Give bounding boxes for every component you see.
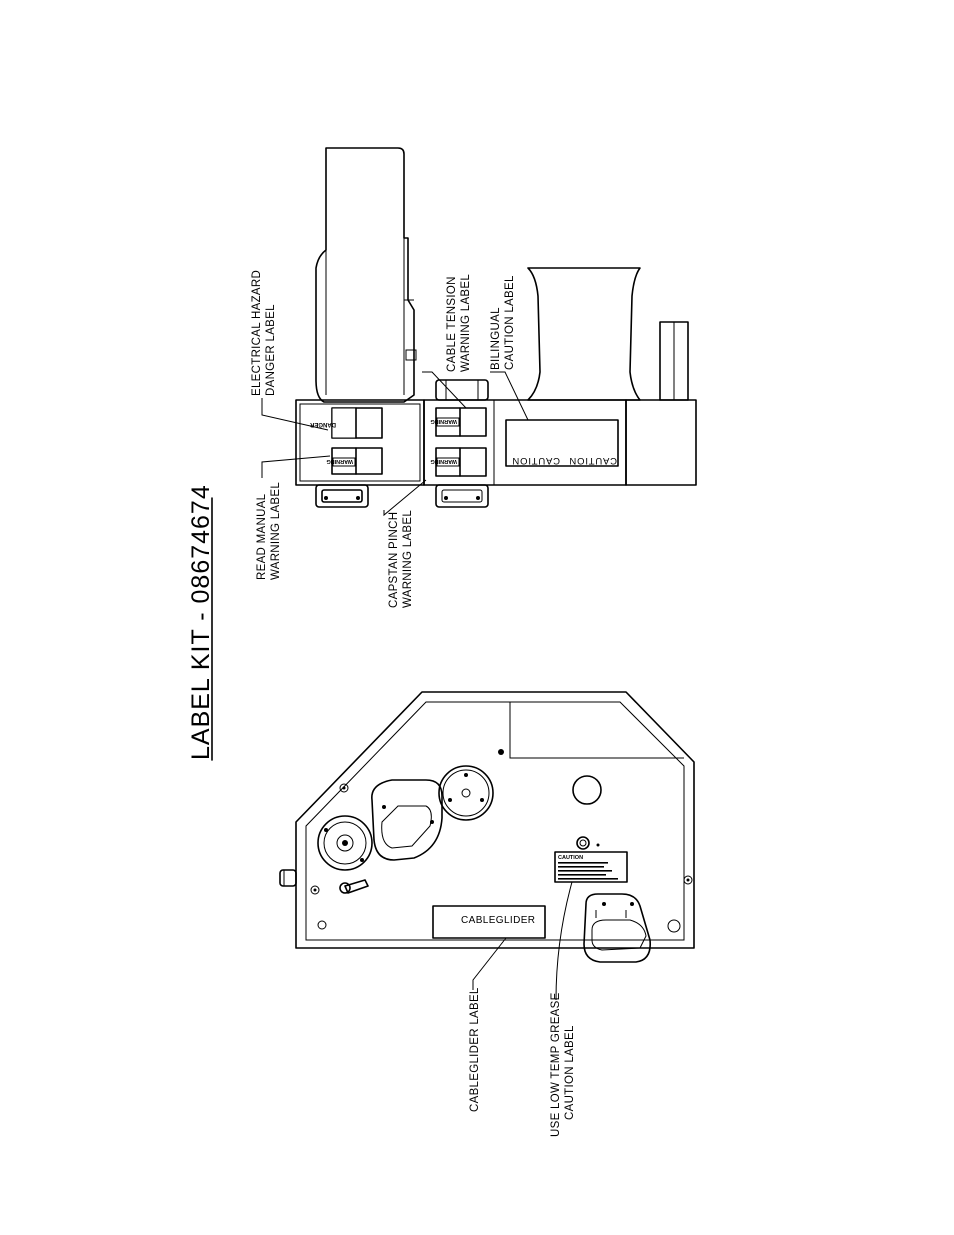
capstan-drum (527, 267, 641, 401)
callout-cable-tension-line1: CABLE TENSION (446, 276, 458, 372)
page-title: LABEL KIT - 08674674 (187, 484, 215, 760)
lower-collar-left (315, 484, 369, 508)
callout-electrical-line2: DANGER LABEL (265, 304, 277, 396)
motor-housing (315, 147, 415, 403)
cableglider-nameplate: CABLEGLIDER (432, 905, 546, 939)
caution-text-1: CAUTION (512, 455, 560, 466)
leader-capstan-pinch (383, 479, 427, 517)
bottom-assembly: CAUTION CABLEGLIDER (279, 691, 695, 963)
top-assembly: DANGER WARNING WARNING WARNING CAUTION C… (295, 147, 697, 508)
upper-handle (371, 779, 443, 861)
top-callouts: ELECTRICAL HAZARD DANGER LABEL READ MANU… (251, 270, 529, 608)
pin (344, 879, 369, 894)
danger-decal-text: DANGER (309, 421, 336, 427)
side-knob (279, 869, 297, 887)
caution-text-2: CAUTION (569, 455, 617, 466)
cable-tension-decal: WARNING (430, 407, 487, 437)
grease-caution-decal: CAUTION (554, 851, 628, 883)
lower-collar-right (435, 484, 489, 508)
title-group: LABEL KIT - 08674674 (187, 484, 215, 761)
round-hole (572, 775, 602, 805)
callout-cableglider: CABLEGLIDER LABEL (469, 987, 481, 1112)
danger-decal: DANGER (309, 407, 383, 439)
motor-bolt (405, 349, 417, 361)
leader-electrical (261, 398, 329, 431)
leader-bilingual (490, 371, 529, 421)
cableglider-plate-text: CABLEGLIDER (461, 915, 535, 926)
leader-read-manual (261, 455, 331, 478)
cable-tension-decal-text: WARNING (430, 418, 457, 424)
capstan-pinch-decal: WARNING (430, 447, 487, 477)
callout-read-manual-line2: WARNING LABEL (270, 482, 282, 580)
leader-cableglider (472, 937, 507, 990)
callout-electrical-line1: ELECTRICAL HAZARD (251, 270, 263, 396)
capstan-pinch-decal-text: WARNING (430, 458, 457, 464)
main-plate-inner (305, 701, 685, 941)
lower-handle (583, 893, 652, 963)
grease-decal-title: CAUTION (558, 855, 583, 861)
callout-cable-tension-line2: WARNING LABEL (460, 274, 472, 372)
callout-capstan-line2: WARNING LABEL (402, 510, 414, 608)
end-block (625, 399, 697, 486)
plate-screws (310, 783, 693, 933)
callout-capstan-line1: CAPSTAN PINCH (388, 512, 400, 608)
main-plate (295, 691, 695, 949)
upper-collar (435, 379, 489, 401)
bottom-callouts: CABLEGLIDER LABEL USE LOW TEMP GREASE CA… (469, 881, 576, 1137)
left-sheave (317, 815, 373, 871)
gearbox-body (295, 399, 425, 486)
bilingual-caution-decal: CAUTION CAUTION (505, 419, 619, 467)
read-manual-decal-text: WARNING (326, 458, 353, 464)
motor-housing-inner (325, 238, 414, 395)
callout-bilingual-line2: CAUTION LABEL (504, 275, 516, 370)
leader-cable-tension (422, 371, 467, 409)
leader-grease (555, 881, 573, 1001)
callout-grease-line2: CAUTION LABEL (564, 1025, 576, 1120)
callout-grease-line1: USE LOW TEMP GREASE (550, 992, 562, 1137)
gearbox-inner (299, 403, 421, 482)
callout-read-manual-line1: READ MANUAL (256, 493, 268, 580)
right-sheave (438, 765, 494, 821)
grease-fitting (576, 836, 590, 850)
read-manual-decal: WARNING (326, 447, 383, 475)
callout-bilingual-line1: BILINGUAL (490, 307, 502, 370)
